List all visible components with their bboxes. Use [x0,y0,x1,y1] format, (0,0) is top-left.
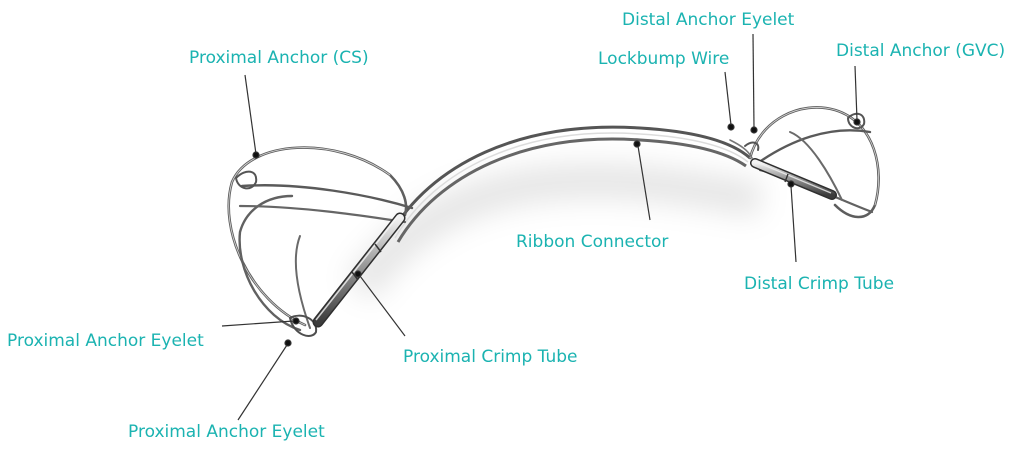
label-lockbump-wire: Lockbump Wire [598,49,730,69]
leader-dot-proximal-anchor-eyelet-lower [284,339,292,347]
label-proximal-anchor-cs: Proximal Anchor (CS) [189,48,369,68]
leader-dot-distal-anchor-gvc [853,118,861,126]
leader-distal-anchor-eyelet [752,33,755,129]
proximal-crimp-tube [312,212,406,328]
leader-dot-ribbon-connector [633,140,641,148]
leader-dot-proximal-anchor-cs [252,151,260,159]
leader-proximal-anchor-eyelet-upper [221,320,295,327]
ribbon-connector [388,125,752,243]
leader-ribbon-connector [637,145,651,221]
leader-lines [221,33,861,421]
leader-proximal-anchor-cs [244,74,257,155]
leader-dot-distal-anchor-eyelet [750,126,758,134]
label-ribbon-connector: Ribbon Connector [516,232,669,252]
label-distal-anchor-eyelet: Distal Anchor Eyelet [622,10,795,30]
leader-dot-lockbump-wire [727,123,735,131]
label-proximal-anchor-eyelet-upper: Proximal Anchor Eyelet [7,331,204,351]
leader-dot-distal-crimp-tube [787,180,795,188]
leader-distal-anchor-gvc [854,65,858,121]
label-proximal-anchor-eyelet-lower: Proximal Anchor Eyelet [128,422,325,442]
label-distal-anchor-gvc: Distal Anchor (GVC) [836,41,1006,61]
label-distal-crimp-tube: Distal Crimp Tube [744,274,895,294]
leader-distal-crimp-tube [790,185,797,263]
device-shadow [346,163,764,300]
leader-proximal-crimp-tube [359,275,406,337]
leader-dot-proximal-crimp-tube [354,270,362,278]
proximal-anchor [227,146,414,337]
leader-lockbump-wire [724,71,732,126]
leader-dot-proximal-anchor-eyelet-upper [292,317,300,325]
distal-crimp-tube [750,158,837,200]
label-proximal-crimp-tube: Proximal Crimp Tube [403,347,578,367]
leader-proximal-anchor-eyelet-lower [237,344,288,421]
